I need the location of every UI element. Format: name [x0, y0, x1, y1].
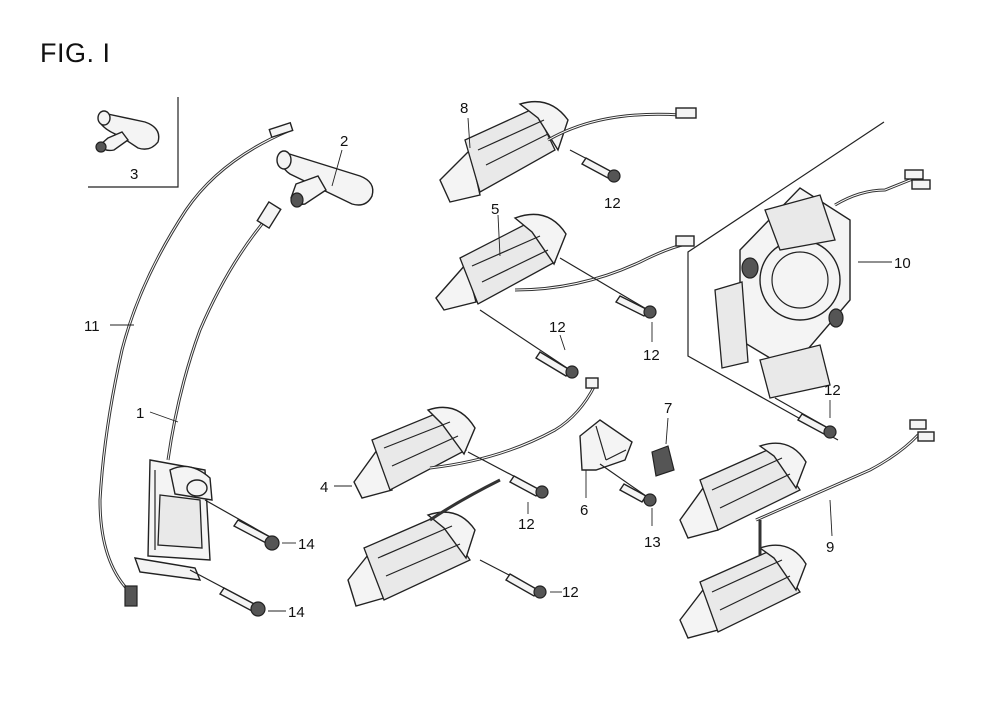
callout-12-b: 12 [549, 319, 566, 336]
part-1-ignition-coil [133, 200, 282, 581]
plug-cap-spare [95, 110, 160, 153]
callout-7: 7 [664, 400, 672, 417]
part-11-wire [98, 121, 294, 607]
part-2-plug-cap [276, 149, 374, 208]
callout-12-a: 12 [604, 195, 621, 212]
part-3-inset [88, 97, 179, 188]
part-7-clip [651, 417, 675, 477]
callout-8: 8 [460, 100, 468, 117]
callout-11: 11 [84, 318, 100, 335]
part-8-coil [439, 100, 697, 203]
callout-12-c: 12 [643, 347, 660, 364]
part-6-bracket [579, 419, 633, 498]
callout-10: 10 [894, 255, 911, 272]
coil-lower-left [347, 478, 501, 607]
bolt-12-d [467, 451, 549, 514]
callout-12-d: 12 [518, 516, 535, 533]
callout-1: 1 [136, 405, 144, 422]
part-10-stator-assembly [687, 121, 931, 441]
bolt-14-lower [189, 569, 286, 617]
callout-14-b: 14 [288, 604, 305, 621]
bolt-12-a [569, 149, 621, 183]
part-4-coil [334, 377, 599, 499]
bolt-13 [599, 463, 657, 526]
bolt-14-upper [204, 499, 296, 551]
callout-5: 5 [491, 201, 499, 218]
callout-9: 9 [826, 539, 834, 556]
part-9-dual-coil [679, 419, 935, 639]
bolt-12-b [479, 309, 579, 379]
part-5-coil [435, 213, 695, 311]
callout-14-a: 14 [298, 536, 315, 553]
bolt-12-e [479, 559, 562, 599]
bolt-12-c [559, 257, 657, 342]
callout-4: 4 [320, 479, 328, 496]
figure-title: FIG. I [40, 38, 111, 68]
callout-2: 2 [340, 133, 348, 150]
callout-13: 13 [644, 534, 661, 551]
callout-12-e: 12 [562, 584, 579, 601]
callout-3: 3 [130, 166, 138, 183]
bolt-12-g [774, 397, 837, 439]
callout-12-f: 12 [824, 382, 841, 399]
callout-6: 6 [580, 502, 588, 519]
